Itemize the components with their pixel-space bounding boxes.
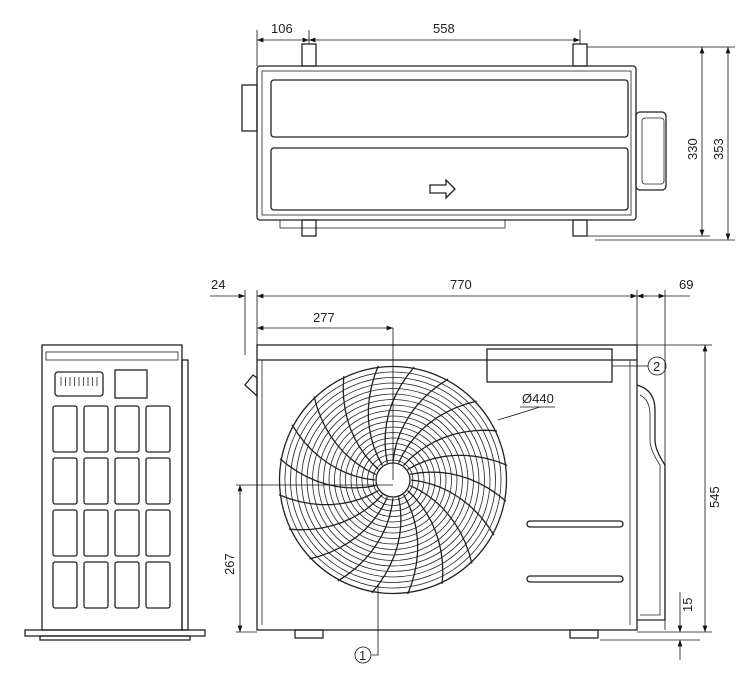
dim-69: 69 bbox=[679, 277, 693, 292]
grille-spoke bbox=[403, 429, 497, 466]
side-panel-slot bbox=[114, 457, 140, 505]
grille-spoke bbox=[342, 376, 379, 470]
side-panel-slot bbox=[145, 457, 171, 505]
grille-spoke bbox=[289, 494, 383, 531]
dim-558: 558 bbox=[433, 21, 455, 36]
grille-spoke bbox=[409, 485, 473, 564]
callout-2: 2 bbox=[653, 359, 660, 374]
grille-spoke bbox=[398, 400, 477, 464]
grille-spoke bbox=[279, 458, 377, 489]
grille-spoke bbox=[309, 496, 388, 560]
side-panel-slot bbox=[83, 561, 109, 609]
dim-770: 770 bbox=[450, 277, 472, 292]
side-panel-slot bbox=[114, 561, 140, 609]
side-panel-slot bbox=[114, 509, 140, 557]
top-view: 106 558 330 353 bbox=[241, 21, 735, 241]
side-panel-slot bbox=[83, 405, 109, 453]
side-panel-slot bbox=[83, 457, 109, 505]
dim-15: 15 bbox=[680, 598, 695, 612]
dim-353: 353 bbox=[711, 138, 726, 160]
side-panel-slot bbox=[52, 509, 78, 557]
grille-spoke bbox=[291, 424, 376, 481]
grille-spoke bbox=[278, 490, 379, 506]
grille-spoke bbox=[313, 396, 377, 475]
grille-spoke bbox=[392, 378, 449, 463]
side-view bbox=[24, 344, 206, 641]
grille-spoke bbox=[337, 497, 394, 582]
grille-spoke bbox=[367, 365, 383, 466]
grille-spoke bbox=[403, 494, 419, 595]
side-panel-slot bbox=[52, 457, 78, 505]
grille-spoke bbox=[409, 471, 507, 502]
side-panel-slot bbox=[52, 405, 78, 453]
callout-1: 1 bbox=[359, 648, 366, 663]
front-view: 24 770 69 277 Ø440 545 15 267 1 2 bbox=[210, 277, 722, 664]
grille-spoke bbox=[371, 496, 402, 594]
grille-spoke bbox=[410, 479, 495, 536]
dim-106: 106 bbox=[271, 21, 293, 36]
side-panel-slot bbox=[145, 509, 171, 557]
side-panel-slot bbox=[145, 405, 171, 453]
side-panel-slot bbox=[52, 561, 78, 609]
side-panel-slot bbox=[83, 509, 109, 557]
grille-spoke bbox=[384, 366, 415, 464]
dim-330: 330 bbox=[685, 138, 700, 160]
grille-spoke bbox=[407, 454, 508, 470]
dim-277: 277 bbox=[313, 310, 335, 325]
side-panel-slot bbox=[145, 561, 171, 609]
fan-diameter: Ø440 bbox=[522, 391, 554, 406]
dim-545: 545 bbox=[707, 486, 722, 508]
grille-spoke bbox=[407, 490, 444, 584]
dim-24: 24 bbox=[211, 277, 225, 292]
airflow-arrow-icon bbox=[429, 178, 456, 200]
side-panel-slot bbox=[114, 405, 140, 453]
dim-267: 267 bbox=[222, 553, 237, 575]
